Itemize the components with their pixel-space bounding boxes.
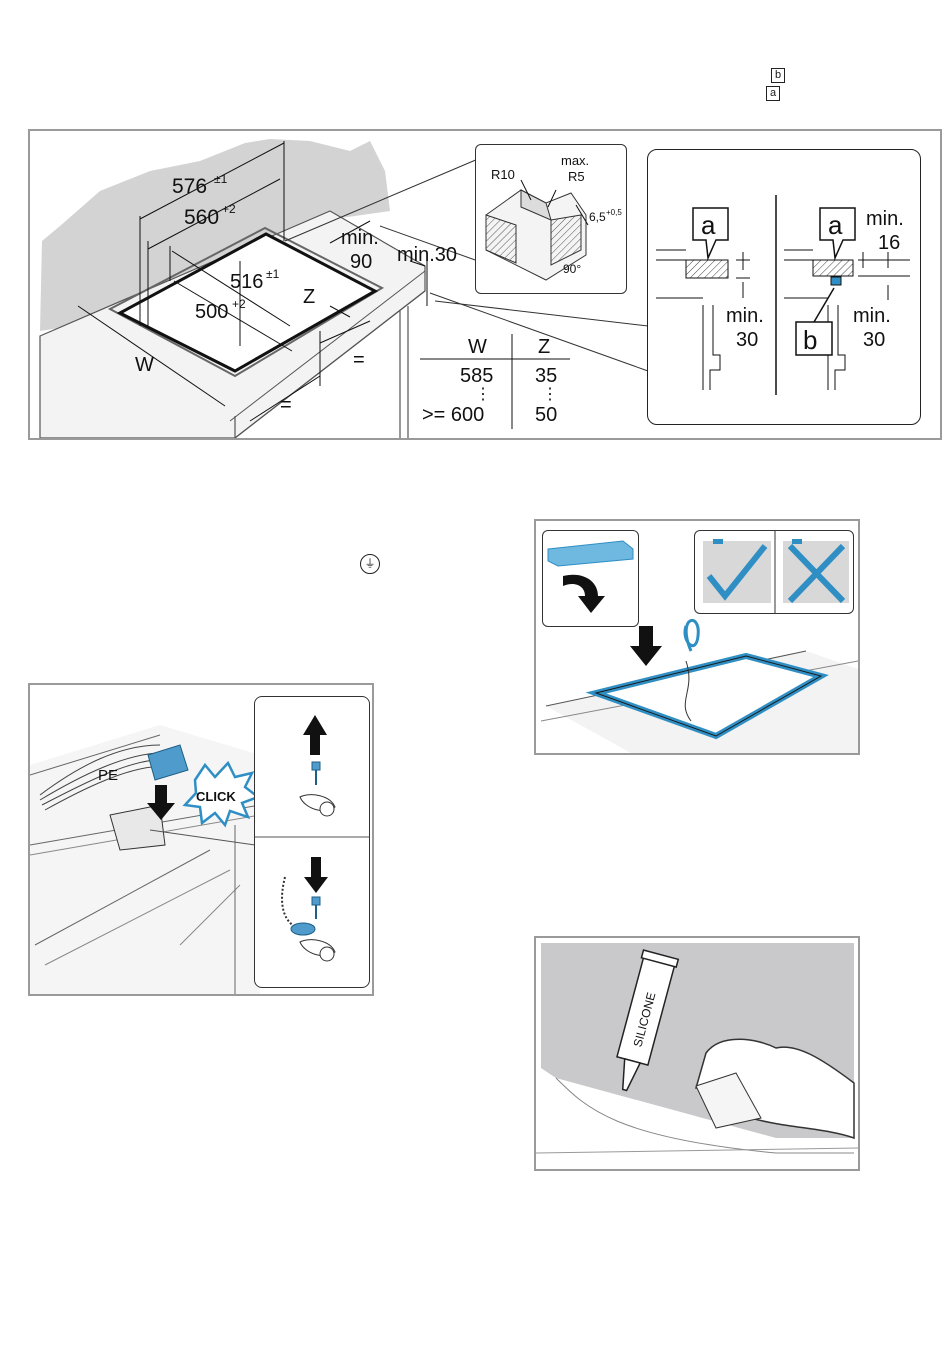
detail-max: max. xyxy=(561,153,589,168)
inset-label-b: b xyxy=(803,325,817,355)
detail-r10: R10 xyxy=(491,167,515,182)
figure-silicone: SILICONE xyxy=(534,936,860,1171)
table-ellipsis-w: ⋮ xyxy=(475,386,491,403)
inset-min30-right-label: min. xyxy=(853,305,891,327)
wz-table: W Z 585 35 ⋮ ⋮ >= 600 50 xyxy=(420,329,570,429)
inset-min30-right-value: 30 xyxy=(863,329,885,351)
dim-576-tol: ±1 xyxy=(214,172,228,186)
table-cell-w-2: >= 600 xyxy=(422,404,484,426)
dim-min30: min.30 xyxy=(397,244,457,266)
corner-detail-callout: max. R10 R5 6,5 +0,5 90° xyxy=(475,144,627,294)
table-cell-z-1: 35 xyxy=(535,365,557,387)
marker-b: b xyxy=(771,68,785,83)
detail-r5: R5 xyxy=(568,169,585,184)
figure-sealing-strip xyxy=(534,519,860,755)
ground-symbol-icon-2 xyxy=(320,947,334,961)
dim-560-tol: +2 xyxy=(222,202,236,216)
dim-min90-label: min. xyxy=(341,227,379,249)
dim-equal-1: = xyxy=(353,349,365,371)
detail-depth: 6,5 xyxy=(589,210,606,224)
detail-angle: 90° xyxy=(563,262,581,276)
strip-detail-callout xyxy=(542,530,639,627)
dim-w: W xyxy=(135,354,154,376)
detail-depth-tol: +0,5 xyxy=(606,208,622,217)
pe-label: PE xyxy=(98,767,118,784)
marker-a: a xyxy=(766,86,780,101)
inset-min16-value: 16 xyxy=(878,232,900,254)
peel-arrow-icon xyxy=(563,575,605,613)
dim-equal-2: = xyxy=(280,394,292,416)
dim-min90-value: 90 xyxy=(350,251,372,273)
table-ellipsis-z: ⋮ xyxy=(542,386,558,403)
dim-516: 516 xyxy=(230,271,263,293)
table-cell-z-2: 50 xyxy=(535,404,557,426)
correct-incorrect-callout xyxy=(694,530,854,614)
ground-symbol-icon xyxy=(320,802,334,816)
up-arrow-icon xyxy=(303,715,327,755)
table-header-z: Z xyxy=(538,336,550,358)
figure-cutout-dimensions: 576 ±1 560 +2 516 ±1 500 +2 min. 90 min.… xyxy=(28,129,942,440)
down-arrow-icon xyxy=(630,626,662,666)
dim-516-tol: ±1 xyxy=(266,267,280,281)
dim-500-tol: +2 xyxy=(232,297,246,311)
table-header-w: W xyxy=(468,336,487,358)
table-cell-w-1: 585 xyxy=(460,365,493,387)
inset-label-a-left: a xyxy=(701,210,716,240)
inset-min16-label: min. xyxy=(866,208,904,230)
inset-label-a-right: a xyxy=(828,210,843,240)
installation-inset: a a b min. 16 min. 30 min. 30 xyxy=(647,149,921,425)
earth-symbol-icon: ⏚ xyxy=(360,554,380,574)
seal-roll-icon xyxy=(685,620,698,651)
dim-z: Z xyxy=(303,286,315,308)
screw-detail-callout xyxy=(254,696,370,988)
down-arrow-icon-2 xyxy=(304,857,328,893)
inset-min30-left-value: 30 xyxy=(736,329,758,351)
dim-500: 500 xyxy=(195,301,228,323)
dim-560: 560 xyxy=(184,206,219,229)
click-label: CLICK xyxy=(196,789,236,804)
figure-ground-connection: CLICK PE xyxy=(28,683,374,996)
dim-576: 576 xyxy=(172,175,207,198)
inset-min30-left-label: min. xyxy=(726,305,764,327)
